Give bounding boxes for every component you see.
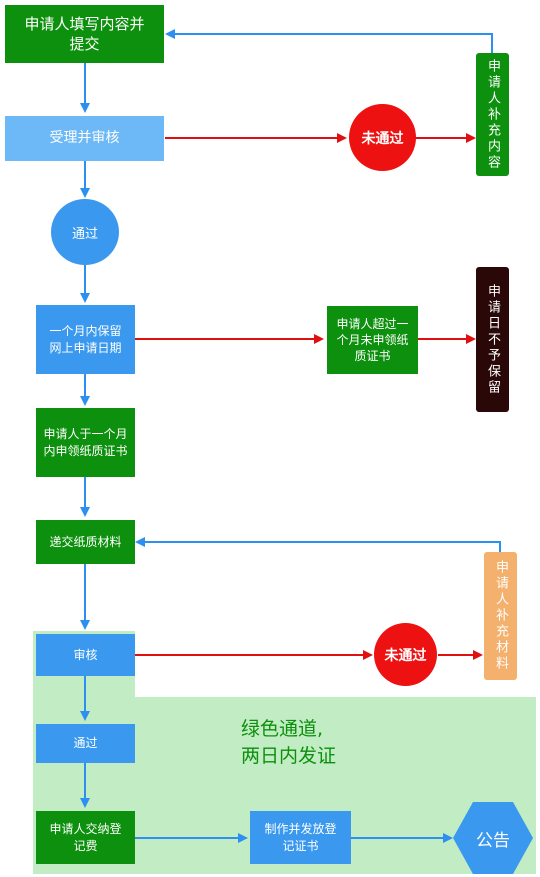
node-date-not-kept: 申请日不予保留 [476,267,509,412]
node-over-month-label: 申请人超过一个月未申领纸质证书 [336,316,409,364]
node-supplement-content: 申请人补充内容 [476,53,509,176]
node-pay-fee-label: 申请人交纳登记费 [49,822,122,853]
node-not-passed-1: 未通过 [349,104,416,171]
node-issue-certificate-label: 制作并发放登记证书 [264,822,337,853]
node-keep-date-label: 一个月内保留网上申请日期 [49,324,122,355]
node-announce-label: 公告 [476,830,510,851]
node-announce-hexagon [453,802,533,874]
node-not-passed-2: 未通过 [374,623,437,686]
node-collect-certificate-label: 申请人于一个月内申领纸质证书 [43,427,128,458]
node-submit-application: 申请人填写内容并提交 [5,5,164,63]
green-channel-line2: 两日内发证 [241,745,337,767]
arrow-material-return [135,537,501,552]
node-submit-application-label: 申请人填写内容并提交 [24,14,145,53]
node-passed-1-label: 通过 [71,226,98,242]
node-passed-2: 通过 [36,724,135,763]
node-accept-review: 受理并审核 [5,116,164,161]
node-not-passed-2-label: 未通过 [384,647,427,664]
node-passed-1: 通过 [51,199,119,265]
node-issue-certificate: 制作并发放登记证书 [250,811,351,864]
node-submit-paper-label: 递交纸质材料 [49,534,122,549]
node-submit-paper: 递交纸质材料 [36,520,135,564]
node-date-not-kept-label: 申请日不予保留 [485,283,500,396]
node-keep-date: 一个月内保留网上申请日期 [36,305,135,374]
node-over-month: 申请人超过一个月未申领纸质证书 [327,306,418,374]
node-review: 审核 [36,634,135,676]
node-not-passed-1-label: 未通过 [361,130,404,147]
node-pay-fee: 申请人交纳登记费 [36,811,135,864]
node-supplement-content-label: 申请人补充内容 [485,58,500,171]
node-collect-certificate: 申请人于一个月内申领纸质证书 [36,408,135,477]
node-supplement-material-label: 申请人补充材料 [493,560,508,672]
green-channel-caption: 绿色通道, 两日内发证 [241,716,336,770]
arrow-supplement-return [165,29,493,53]
node-supplement-material: 申请人补充材料 [484,552,517,680]
node-accept-review-label: 受理并审核 [49,130,120,147]
node-review-label: 审核 [73,647,98,662]
green-channel-line1: 绿色通道, [241,718,324,740]
node-passed-2-label: 通过 [73,736,98,751]
